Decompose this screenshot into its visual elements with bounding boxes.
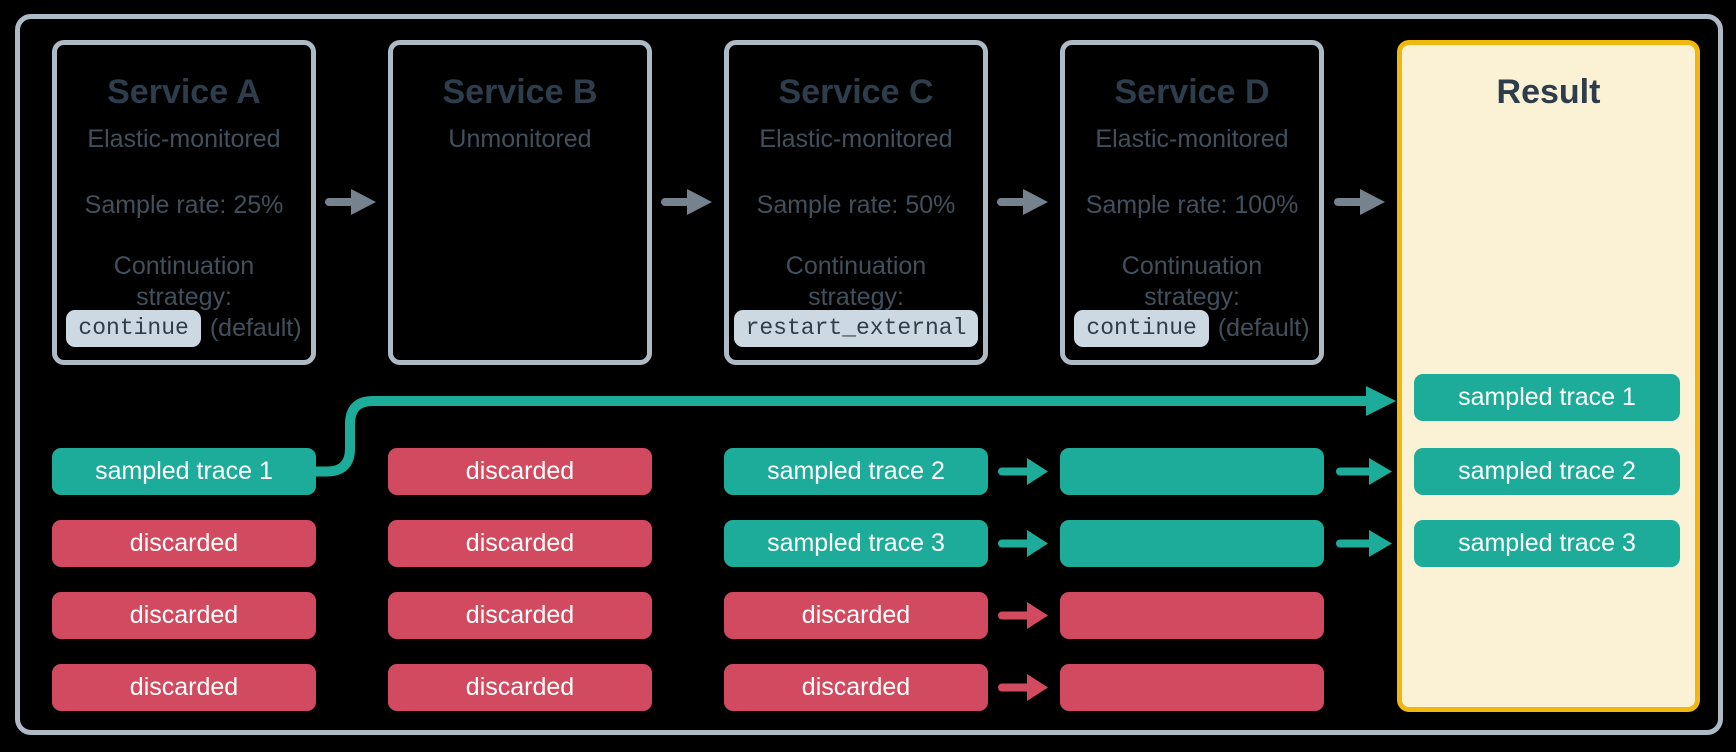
service-a-strategy-note: (default) [209,314,302,342]
trace-box-b3-discarded: discarded [388,592,652,639]
trace-box-d3-discarded [1060,592,1324,639]
result-box: Result sampled trace 1 sampled trace 2 s… [1397,40,1700,712]
service-b-monitoring: Unmonitored [448,125,592,153]
service-d-strategy-note: (default) [1217,314,1310,342]
service-box-d: Service D Elastic-monitored Sample rate:… [1060,40,1324,365]
service-d-sample-rate: Sample rate: 100% [1085,191,1299,219]
service-d-continuation-label: Continuation strategy: [1121,252,1263,311]
trace-box-a1-sampled: sampled trace 1 [52,448,316,495]
trace-box-d1-sampled [1060,448,1324,495]
trace-box-c4-discarded: discarded [724,664,988,711]
trace-box-b2-discarded: discarded [388,520,652,567]
service-box-b: Service B Unmonitored [388,40,652,365]
service-b-title: Service B [442,73,598,111]
trace-box-d4-discarded [1060,664,1324,711]
service-c-title: Service C [778,73,934,111]
diagram-outer-frame [15,14,1723,735]
service-d-title: Service D [1114,73,1270,111]
trace-box-a4-discarded: discarded [52,664,316,711]
service-c-continuation-label: Continuation strategy: [785,252,927,311]
service-a-sample-rate: Sample rate: 25% [84,191,284,219]
service-d-strategy-code-badge: continue [1074,310,1209,347]
service-a-monitoring: Elastic-monitored [87,125,281,153]
trace-box-c2-sampled: sampled trace 3 [724,520,988,567]
service-d-strategy-row: continue (default) [1065,310,1319,347]
result-title: Result [1496,73,1601,111]
service-c-strategy-code-badge: restart_external [733,310,979,347]
service-d-monitoring: Elastic-monitored [1095,125,1289,153]
service-a-strategy-row: continue (default) [57,310,311,347]
service-a-title: Service A [107,73,261,111]
service-a-strategy-code-badge: continue [66,310,201,347]
result-trace-3: sampled trace 3 [1414,520,1680,567]
result-trace-2: sampled trace 2 [1414,448,1680,495]
trace-box-d2-sampled [1060,520,1324,567]
trace-box-b4-discarded: discarded [388,664,652,711]
trace-box-b1-discarded: discarded [388,448,652,495]
service-box-c: Service C Elastic-monitored Sample rate:… [724,40,988,365]
service-c-strategy-row: restart_external [729,310,983,347]
service-c-sample-rate: Sample rate: 50% [756,191,956,219]
service-box-a: Service A Elastic-monitored Sample rate:… [52,40,316,365]
trace-box-c3-discarded: discarded [724,592,988,639]
trace-box-c1-sampled: sampled trace 2 [724,448,988,495]
trace-box-a2-discarded: discarded [52,520,316,567]
trace-box-a3-discarded: discarded [52,592,316,639]
result-trace-1: sampled trace 1 [1414,374,1680,421]
service-a-continuation-label: Continuation strategy: [113,252,255,311]
service-c-monitoring: Elastic-monitored [759,125,953,153]
